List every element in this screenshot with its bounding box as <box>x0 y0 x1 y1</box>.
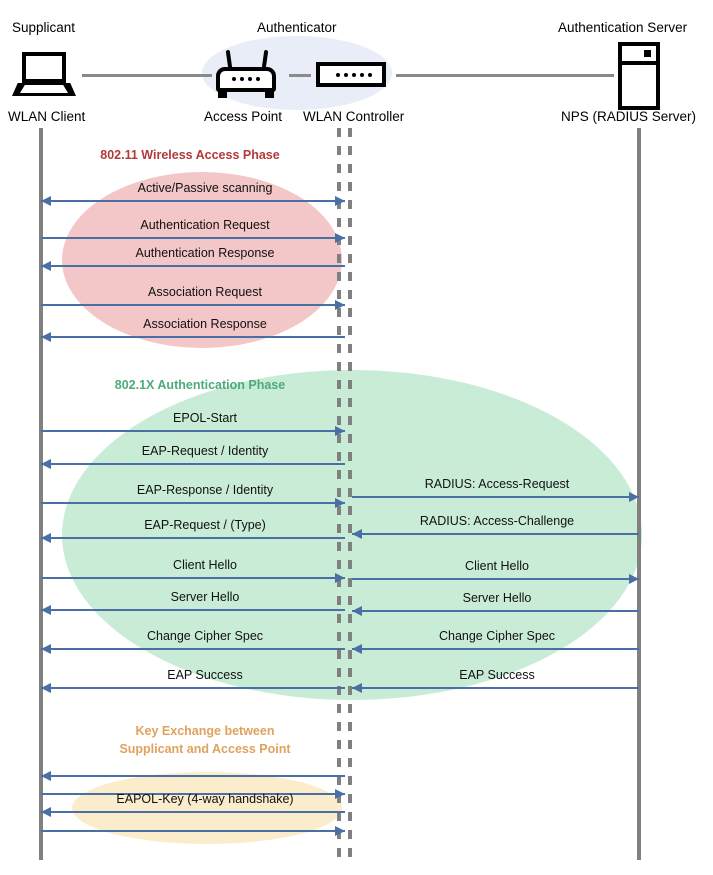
arrowhead-right <box>335 196 345 206</box>
message-label: Client Hello <box>173 558 237 572</box>
message-label: Client Hello <box>465 559 529 573</box>
message-line <box>41 830 345 832</box>
message-label: Active/Passive scanning <box>137 181 273 195</box>
message-line <box>41 577 345 579</box>
message-line <box>352 533 639 535</box>
arrowhead-left <box>41 533 51 543</box>
phase-label-wireless-access: 802.11 Wireless Access Phase <box>100 148 280 162</box>
arrowhead-left <box>352 683 362 693</box>
message-line <box>41 687 345 689</box>
laptop-icon <box>12 52 78 98</box>
server-icon <box>618 42 662 112</box>
message-line <box>41 793 345 795</box>
message-line <box>352 610 639 612</box>
arrowhead-right <box>335 573 345 583</box>
arrowhead-right <box>335 233 345 243</box>
wire-ap-to-controller <box>289 74 311 77</box>
message-label: EAPOL-Key (4-way handshake) <box>116 792 294 806</box>
message-line <box>352 496 639 498</box>
message-label: RADIUS: Access-Request <box>424 477 570 491</box>
actor-role-authentication-server: Authentication Server <box>558 20 688 35</box>
message-label: Server Hello <box>462 591 532 605</box>
message-label: Association Request <box>148 285 262 299</box>
message-line <box>352 687 639 689</box>
arrowhead-left <box>41 261 51 271</box>
message-line <box>41 430 345 432</box>
message-label: EAP-Response / Identity <box>136 483 274 497</box>
message-line <box>41 336 345 338</box>
message-line <box>41 609 345 611</box>
arrowhead-left <box>41 644 51 654</box>
arrowhead-left <box>41 196 51 206</box>
arrowhead-left <box>41 605 51 615</box>
message-label: Association Response <box>143 317 267 331</box>
wire-client-to-ap <box>82 74 212 77</box>
arrowhead-right <box>335 826 345 836</box>
arrowhead-left <box>41 683 51 693</box>
arrowhead-right <box>335 300 345 310</box>
message-label: EAP-Request / Identity <box>141 444 269 458</box>
phase-label-key-exchange: Key Exchange between Supplicant and Acce… <box>119 724 291 756</box>
lifeline-wlan-controller <box>348 128 352 860</box>
arrowhead-left <box>352 529 362 539</box>
message-line <box>41 463 345 465</box>
message-label: Authentication Response <box>135 246 275 260</box>
message-label: Change Cipher Spec <box>438 629 556 643</box>
message-line <box>41 648 345 650</box>
message-label: EAP Success <box>459 668 535 682</box>
wlan-controller-icon <box>316 62 388 89</box>
arrowhead-right <box>629 574 639 584</box>
phase-blob-key-exchange <box>72 772 342 844</box>
message-label: EAP-Request / (Type) <box>144 518 266 532</box>
arrowhead-right <box>629 492 639 502</box>
phase-label-dot1x-auth: 802.1X Authentication Phase <box>114 378 286 392</box>
message-line <box>41 775 345 777</box>
actor-device-access-point: Access Point <box>204 109 283 124</box>
arrowhead-left <box>41 459 51 469</box>
arrowhead-right <box>335 426 345 436</box>
arrowhead-left <box>41 807 51 817</box>
message-label: Server Hello <box>170 590 240 604</box>
actor-device-wlan-client: WLAN Client <box>8 109 86 124</box>
arrowhead-left <box>352 644 362 654</box>
message-line <box>41 237 345 239</box>
actor-role-authenticator: Authenticator <box>257 20 337 35</box>
lifeline-supplicant <box>39 128 43 860</box>
message-line <box>352 648 639 650</box>
lifeline-auth-server <box>637 128 641 860</box>
message-line <box>41 537 345 539</box>
arrowhead-left <box>41 332 51 342</box>
arrowhead-left <box>352 606 362 616</box>
actor-role-supplicant: Supplicant <box>12 20 76 35</box>
message-line <box>352 578 639 580</box>
access-point-icon <box>216 49 278 100</box>
message-label: Authentication Request <box>140 218 270 232</box>
message-label: Change Cipher Spec <box>146 629 264 643</box>
lifeline-access-point <box>337 128 341 860</box>
actor-device-wlan-controller: WLAN Controller <box>303 109 405 124</box>
message-line <box>41 265 345 267</box>
message-label: EAP Success <box>167 668 243 682</box>
message-line <box>41 811 345 813</box>
wire-controller-to-server <box>396 74 614 77</box>
message-line <box>41 502 345 504</box>
message-line <box>41 200 345 202</box>
arrowhead-right <box>335 498 345 508</box>
arrowhead-left <box>41 771 51 781</box>
message-label: RADIUS: Access-Challenge <box>419 514 575 528</box>
actor-device-nps-radius-server: NPS (RADIUS Server) <box>561 109 697 124</box>
message-line <box>41 304 345 306</box>
arrowhead-right <box>335 789 345 799</box>
message-label: EPOL-Start <box>173 411 237 425</box>
